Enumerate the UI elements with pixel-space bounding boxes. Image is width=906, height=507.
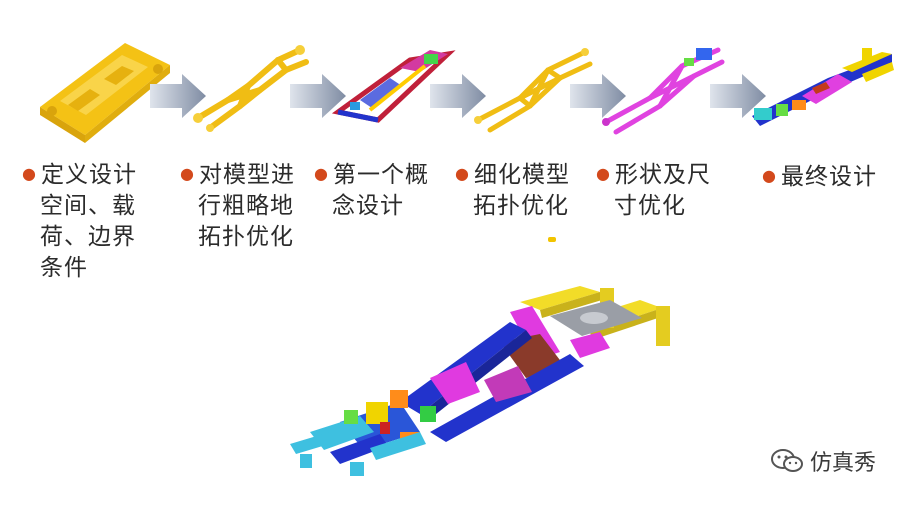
step-3-first-concept-image — [331, 50, 456, 123]
step-5-line-1: 形状及尺 — [614, 162, 711, 188]
step-3-line-2: 念设计 — [332, 193, 404, 219]
step-4-label: ●细化模型 拓扑优化 — [455, 158, 570, 222]
step-6-line-1: 最终设计 — [780, 164, 877, 190]
step-6-label: ●最终设计 — [762, 160, 877, 193]
small-yellow-mark — [548, 237, 556, 242]
bullet-icon: ● — [762, 166, 777, 185]
final-chassis-render — [290, 286, 670, 476]
step-2-line-3: 拓扑优化 — [198, 224, 294, 250]
step-2-line-1: 对模型进 — [198, 162, 295, 188]
bullet-icon: ● — [455, 164, 470, 183]
step-1-line-3: 荷、边界 — [40, 224, 136, 250]
step-4-refined-topology-image — [474, 48, 593, 133]
step-3-line-1: 第一个概 — [332, 162, 429, 188]
step-2-rough-topology-image — [193, 45, 309, 132]
step-4-line-1: 细化模型 — [473, 162, 570, 188]
step-5-shape-size-optimization-image — [602, 47, 725, 135]
flow-arrow-1 — [150, 74, 206, 118]
step-1-line-1: 定义设计 — [40, 162, 137, 188]
step-1-design-space-image — [40, 43, 170, 143]
step-2-label: ●对模型进 行粗略地 拓扑优化 — [180, 158, 295, 253]
step-2-line-2: 行粗略地 — [198, 193, 294, 219]
flow-arrow-2 — [290, 74, 346, 118]
bullet-icon: ● — [22, 164, 37, 183]
flow-arrow-4 — [570, 74, 626, 118]
step-5-line-2: 寸优化 — [614, 193, 686, 219]
step-1-label: ●定义设计 空间、载 荷、边界 条件 — [22, 158, 137, 284]
flow-arrow-5 — [710, 74, 766, 118]
flow-arrow-3 — [430, 74, 486, 118]
bullet-icon: ● — [596, 164, 611, 183]
step-6-final-design-image — [752, 48, 894, 126]
step-3-label: ●第一个概 念设计 — [314, 158, 429, 222]
wechat-icon — [770, 449, 803, 472]
bullet-icon: ● — [314, 164, 329, 183]
watermark-text: 仿真秀 — [809, 451, 876, 476]
bullet-icon: ● — [180, 164, 195, 183]
step-1-line-4: 条件 — [40, 255, 88, 281]
step-1-line-2: 空间、载 — [40, 193, 136, 219]
step-5-label: ●形状及尺 寸优化 — [596, 158, 711, 222]
watermark: 仿真秀 — [770, 445, 876, 477]
step-4-line-2: 拓扑优化 — [473, 193, 569, 219]
